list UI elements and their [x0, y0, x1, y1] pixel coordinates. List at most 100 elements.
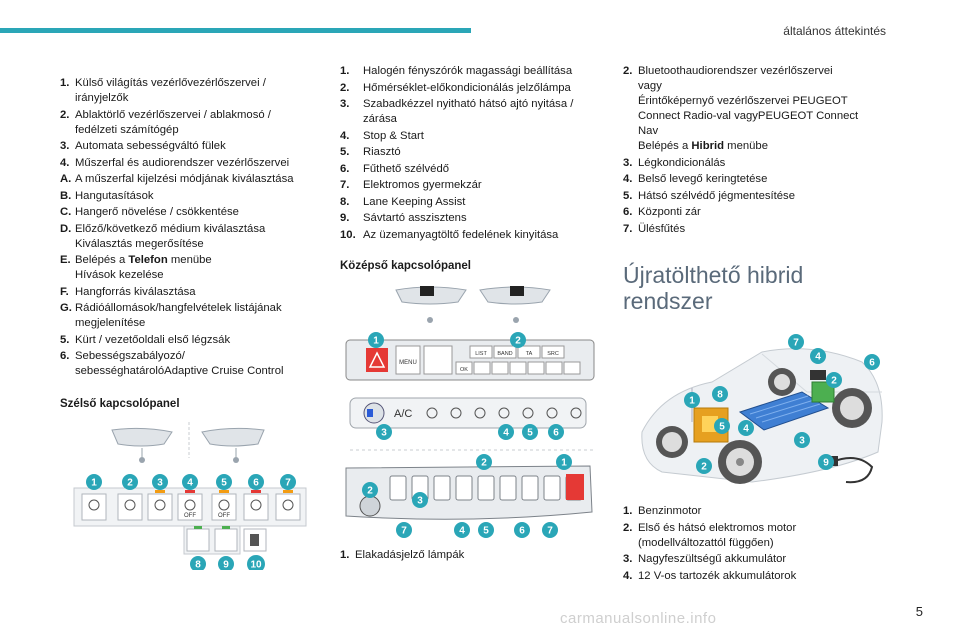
badge-number: 2 — [367, 486, 373, 497]
callout-badge: 2 — [696, 458, 712, 474]
lower-switch[interactable] — [477, 475, 495, 501]
item-menu-post: menübe — [724, 140, 768, 152]
item-line: vagy — [638, 80, 662, 92]
radio-band-label: BAND — [497, 351, 512, 357]
list-item: 4.Belső levegő keringtetése — [623, 172, 893, 187]
item-text: Stop & Start — [363, 129, 610, 144]
radio-src-label: SRC — [547, 351, 559, 357]
radio-list-label: LIST — [475, 351, 487, 357]
page-number: 5 — [915, 604, 923, 619]
item-text: Hátsó szélvédő jégmentesítése — [638, 189, 893, 204]
item-number: F. — [60, 285, 69, 298]
item-number: 6. — [60, 350, 70, 362]
item-line: Hangerő növelése / csökkentése — [75, 206, 239, 218]
lower-hazard-button[interactable] — [566, 474, 584, 500]
lower-switch[interactable] — [433, 475, 451, 501]
panel-switch[interactable] — [186, 528, 210, 552]
item-number: B. — [60, 189, 72, 202]
list-item: 7.Elektromos gyermekzár — [340, 178, 610, 193]
preset-button[interactable] — [491, 361, 509, 375]
item-text: Első és hátsó elektromos motor(modellvál… — [638, 521, 893, 551]
item-text: Rádióállomások/hangfelvételek listájának… — [75, 301, 318, 331]
item-text: Az üzemanyagtöltő fedelének kinyitása — [363, 228, 610, 243]
hazard-button[interactable] — [366, 348, 388, 372]
item-number: 3. — [60, 140, 70, 152]
hybrid-system-heading: Újratölthető hibrid rendszer — [623, 262, 804, 314]
panel-switch[interactable] — [117, 493, 143, 521]
navigation-pad[interactable] — [423, 345, 453, 375]
panel-switch[interactable] — [147, 493, 173, 521]
item-number: 6. — [340, 162, 350, 175]
off-label: OFF — [218, 513, 230, 519]
panel-switch[interactable] — [211, 493, 237, 521]
radio-ta-button[interactable] — [517, 345, 541, 359]
preset-button[interactable] — [527, 361, 545, 375]
radio-src-button[interactable] — [541, 345, 565, 359]
item-line: Hívások kezelése — [75, 269, 164, 281]
radio-list-button[interactable] — [469, 345, 493, 359]
climate-button[interactable] — [498, 407, 510, 419]
item-text: Légkondicionálás — [638, 156, 893, 171]
preset-button[interactable] — [509, 361, 527, 375]
lower-switch[interactable] — [521, 475, 539, 501]
preset-button[interactable] — [455, 361, 473, 375]
switch-symbol-icon — [282, 499, 294, 511]
lower-switch[interactable] — [499, 475, 517, 501]
badge-number: 7 — [401, 526, 407, 537]
callout-badge: 1 — [368, 332, 384, 348]
callout-badge: 1 — [86, 474, 102, 490]
menu-label: MENU — [399, 360, 417, 366]
item-text: Bluetoothaudiorendszer vezérlőszervei vag… — [638, 64, 893, 154]
panel-switch[interactable] — [275, 493, 301, 521]
preset-button[interactable] — [473, 361, 491, 375]
item-text: Kürt / vezetőoldali első légzsák — [75, 333, 318, 348]
lower-switch[interactable] — [455, 475, 473, 501]
item-line: Műszerfal és audiorendszer vezérlőszerve… — [75, 156, 290, 169]
middle-column: 1.Halogén fényszórók magassági beállítás… — [340, 64, 610, 561]
item-line: Belső levegő keringtetése — [638, 173, 768, 185]
item-number: 6. — [623, 206, 633, 218]
climate-button[interactable] — [546, 407, 558, 419]
radio-band-button[interactable] — [493, 345, 517, 359]
item-line: Hőmérséklet-előkondicionálás jelzőlámpa — [363, 81, 571, 94]
list-item: 5.Riasztó — [340, 145, 610, 160]
lower-switch[interactable] — [389, 475, 407, 501]
panel-switch[interactable] — [214, 528, 238, 552]
callout-badge: 7 — [396, 522, 412, 538]
item-number: D. — [60, 222, 72, 235]
menu-button[interactable] — [395, 345, 421, 375]
badge-number: 2 — [831, 376, 837, 387]
item-text: Halogén fényszórók magassági beállítása — [363, 64, 610, 79]
panel-switch[interactable] — [177, 493, 203, 521]
item-line: Bluetoothaudiorendszer vezérlőszervei — [638, 65, 833, 77]
badge-number: 2 — [127, 478, 133, 489]
item-text: Műszerfal és audiorendszer vezérlőszerve… — [75, 156, 318, 171]
item-text: Sebességszabályozó/sebességhatárolóAdapt… — [75, 349, 318, 379]
climate-button[interactable] — [570, 407, 582, 419]
item-text: Fűthető szélvédő — [363, 162, 610, 177]
preset-button[interactable] — [545, 361, 563, 375]
item-number: 2. — [340, 81, 350, 94]
item-menu-pre: Belépés a — [75, 254, 129, 266]
item-menu-post: menübe — [167, 254, 212, 266]
lower-switch[interactable] — [543, 475, 561, 501]
item-number: 5. — [623, 189, 633, 202]
panel-switch[interactable] — [243, 493, 269, 521]
list-item: 5. Hátsó szélvédő jégmentesítése — [623, 189, 893, 204]
climate-button[interactable] — [450, 407, 462, 419]
climate-button[interactable] — [426, 407, 438, 419]
panel-switch[interactable] — [81, 493, 107, 521]
item-line: fedélzeti számítógép — [75, 123, 179, 136]
badge-number: 4 — [743, 424, 749, 435]
preset-button[interactable] — [563, 361, 581, 375]
item-line: Kürt / vezetőoldali első légzsák — [75, 333, 231, 346]
item-line: Ablaktörlő vezérlőszervei / ablakmosó / — [75, 108, 271, 121]
header-accent-bar — [0, 28, 471, 33]
item-line: Fűthető szélvédő — [363, 162, 450, 175]
climate-button[interactable] — [474, 407, 486, 419]
climate-button[interactable] — [522, 407, 534, 419]
left-mirror-icon — [111, 427, 173, 463]
